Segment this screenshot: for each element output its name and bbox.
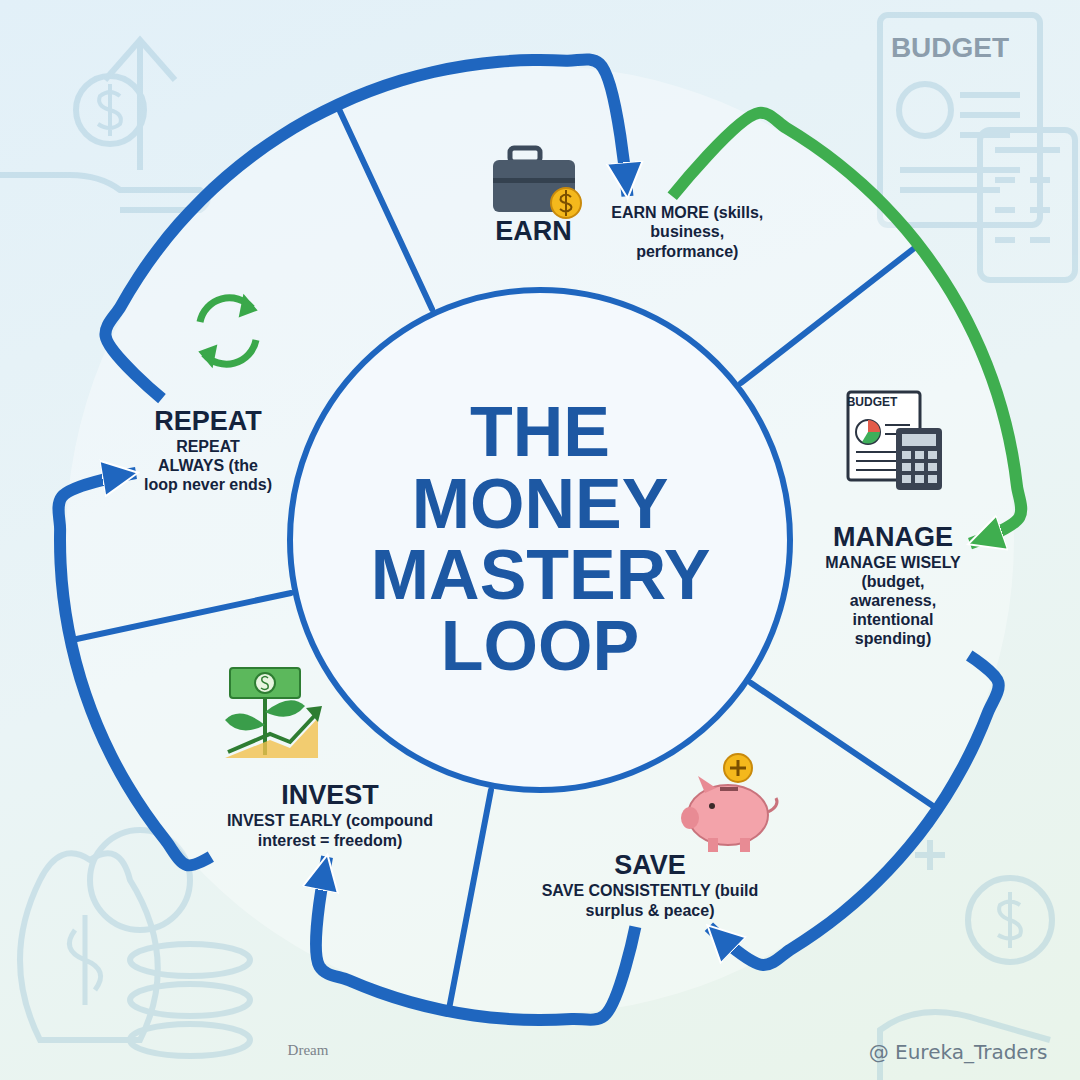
- segment-dividers: [72, 107, 936, 1009]
- step-heading: INVEST: [281, 780, 379, 811]
- loop-arrow: [105, 59, 627, 398]
- center-circle: [290, 290, 790, 790]
- loop-arrow: [316, 857, 635, 1020]
- background-icons: [0, 15, 1075, 1080]
- step-description: REPEAT ALWAYS (the loop never ends): [143, 437, 273, 495]
- step-heading: MANAGE: [833, 522, 953, 553]
- save-step: SAVESAVE CONSISTENTLY (build surplus & p…: [521, 846, 779, 923]
- loop-arrow: [672, 113, 1021, 544]
- repeat-step: REPEATREPEAT ALWAYS (the loop never ends…: [139, 402, 277, 499]
- step-description: SAVE CONSISTENTLY (build surplus & peace…: [525, 881, 775, 919]
- piggy-bank-icon: [681, 754, 777, 852]
- manage-step: MANAGEMANAGE WISELY (budget, awareness, …: [819, 518, 967, 653]
- briefcase-icon: [493, 148, 581, 218]
- background-word: BUDGET: [891, 32, 1009, 64]
- step-description: MANAGE WISELY (budget, awareness, intent…: [823, 553, 963, 649]
- step-heading: REPEAT: [154, 406, 262, 437]
- growth-icon: [225, 668, 322, 758]
- icon-word: BUDGET: [847, 395, 898, 409]
- invest-step: INVESTINVEST EARLY (compound interest = …: [211, 776, 449, 853]
- step-heading: SAVE: [614, 850, 686, 881]
- earn-step: EARN EARN MORE (skills, business, perform…: [491, 199, 779, 265]
- step-description: INVEST EARLY (compound interest = freedo…: [215, 811, 445, 849]
- repeat-icon: [200, 296, 256, 366]
- watermark: @ Eureka_Traders: [869, 1040, 1048, 1064]
- step-heading: EARN: [495, 216, 572, 247]
- loop-arrow: [58, 473, 210, 865]
- loop-arrow: [709, 655, 999, 965]
- step-description: EARN MORE (skills, business, performance…: [600, 203, 775, 261]
- diagram-title: THE MONEY MASTERY LOOP: [371, 397, 709, 683]
- watermark: Dream: [288, 1042, 329, 1059]
